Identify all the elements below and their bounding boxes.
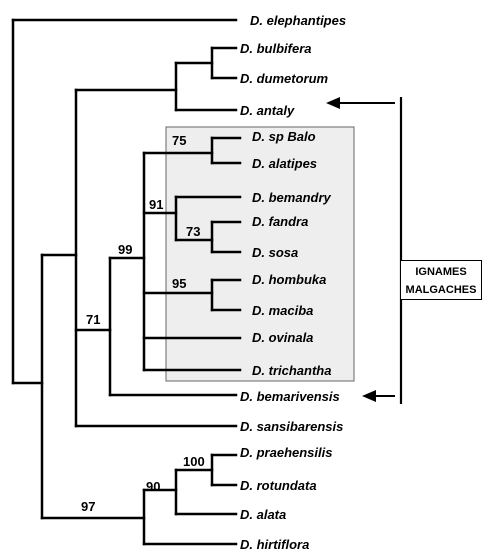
- taxon-praehensilis: D. praehensilis: [240, 445, 332, 460]
- taxon-alatipes: D. alatipes: [252, 156, 317, 171]
- taxon-fandra: D. fandra: [252, 214, 308, 229]
- group-label-line2: MALGACHES: [405, 284, 477, 296]
- taxon-bemandry: D. bemandry: [252, 190, 332, 205]
- support-75: 75: [172, 133, 186, 148]
- taxon-sp-balo: D. sp Balo: [252, 129, 316, 144]
- taxon-maciba: D. maciba: [252, 303, 313, 318]
- support-97: 97: [81, 499, 95, 514]
- support-91: 91: [149, 197, 163, 212]
- taxon-hombuka: D. hombuka: [252, 272, 326, 287]
- arrow-antaly-icon: [326, 97, 340, 109]
- taxon-trichantha: D. trichantha: [252, 363, 331, 378]
- group-label-line1: IGNAMES: [415, 266, 467, 278]
- taxon-sosa: D. sosa: [252, 245, 298, 260]
- arrow-bemarivensis-icon: [362, 390, 376, 402]
- taxon-rotundata: D. rotundata: [240, 478, 317, 493]
- support-100: 100: [183, 454, 205, 469]
- taxon-bemarivensis: D. bemarivensis: [240, 389, 340, 404]
- support-90: 90: [146, 479, 160, 494]
- taxon-ovinala: D. ovinala: [252, 330, 313, 345]
- group-label-box: IGNAMES MALGACHES: [400, 260, 482, 300]
- taxon-sansibarensis: D. sansibarensis: [240, 419, 343, 434]
- taxon-antaly: D. antaly: [240, 103, 295, 118]
- taxon-bulbifera: D. bulbifera: [240, 41, 312, 56]
- support-71: 71: [86, 312, 100, 327]
- support-73: 73: [186, 224, 200, 239]
- taxon-dumetorum: D. dumetorum: [240, 71, 329, 86]
- taxon-hirtiflora: D. hirtiflora: [240, 537, 309, 552]
- support-99: 99: [118, 242, 132, 257]
- taxon-elephantipes: D. elephantipes: [250, 13, 346, 28]
- support-95: 95: [172, 276, 186, 291]
- taxon-alata: D. alata: [240, 507, 286, 522]
